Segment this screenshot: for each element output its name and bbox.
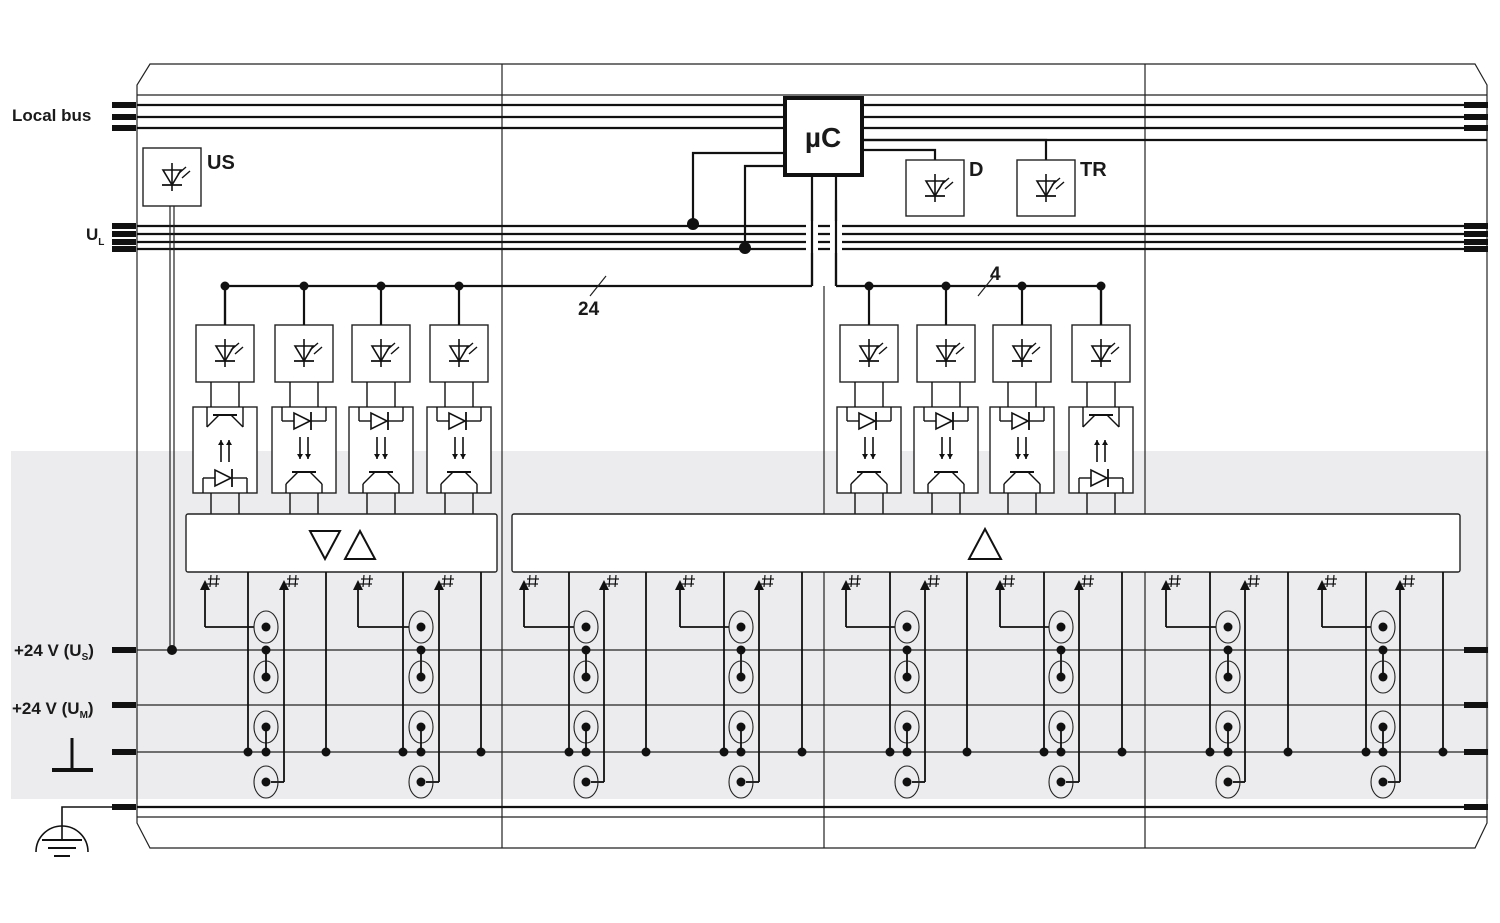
hash-mark	[606, 574, 619, 588]
channel-led	[195, 324, 255, 383]
internal-bus-24	[223, 275, 812, 325]
terminal-point	[1048, 765, 1074, 799]
terminal-point	[573, 765, 599, 799]
led-icon	[161, 163, 191, 191]
channel-led	[992, 324, 1052, 383]
terminal-point	[1215, 610, 1241, 644]
terminal-point	[253, 660, 279, 694]
terminal-point	[408, 660, 434, 694]
protective-earth-icon	[35, 806, 112, 857]
optocoupler-icon	[348, 382, 414, 514]
hash-mark	[927, 574, 940, 588]
channel-led	[1071, 324, 1131, 383]
microcontroller-block	[783, 96, 864, 177]
hash-mark	[207, 574, 220, 588]
local-bus-label: Local bus	[12, 106, 91, 125]
led-icon	[858, 339, 888, 367]
hash-mark	[360, 574, 373, 588]
power-rails	[112, 645, 1488, 810]
hash-mark	[848, 574, 861, 588]
led-icon	[935, 339, 965, 367]
terminal-point	[573, 610, 599, 644]
internal-bus-4	[836, 275, 1103, 325]
mc-connections	[687, 138, 1048, 286]
status-led-tr	[1016, 159, 1076, 217]
bus-24-label: 24	[578, 299, 600, 320]
um-supply-label: +24 V (UM)	[12, 699, 94, 721]
terminal-point	[894, 765, 920, 799]
terminal-point	[1370, 765, 1396, 799]
hash-mark	[1002, 574, 1015, 588]
terminal-point	[408, 765, 434, 799]
status-led-d	[905, 159, 965, 217]
channel-group	[192, 281, 1134, 514]
input-driver-icon	[967, 526, 1003, 560]
terminal-point	[1370, 610, 1396, 644]
led-icon	[924, 174, 954, 202]
terminal-point	[1370, 660, 1396, 694]
hash-mark	[761, 574, 774, 588]
bidirectional-driver-icon	[308, 528, 377, 562]
terminal-point	[728, 660, 754, 694]
ul-label: UL	[86, 225, 104, 248]
optocoupler-icon	[192, 382, 258, 514]
led-icon	[1011, 339, 1041, 367]
ground-symbol-icon	[52, 738, 93, 772]
led-icon	[1035, 174, 1065, 202]
optocoupler-icon	[836, 382, 902, 514]
terminal-group	[200, 572, 1448, 799]
terminal-point	[408, 610, 434, 644]
optocoupler-icon	[913, 382, 979, 514]
terminal-point	[253, 610, 279, 644]
field-side-shading	[11, 451, 1489, 799]
hash-mark	[1247, 574, 1260, 588]
us-led-label: US	[207, 152, 235, 174]
status-led-us	[142, 147, 202, 207]
channel-led	[916, 324, 976, 383]
terminal-point	[894, 610, 920, 644]
tr-led-label: TR	[1080, 159, 1107, 181]
optocoupler-icon	[989, 382, 1055, 514]
terminal-point	[894, 660, 920, 694]
channel-led	[429, 324, 489, 383]
bidirectional-driver-block	[185, 513, 498, 573]
led-icon	[1090, 339, 1120, 367]
terminal-point	[1215, 660, 1241, 694]
terminal-point	[728, 765, 754, 799]
microcontroller-label: µC	[805, 122, 841, 153]
bus-4-label: 4	[990, 264, 1001, 285]
channel-led	[351, 324, 411, 383]
optocoupler-icon	[1068, 382, 1134, 514]
hash-mark	[441, 574, 454, 588]
us-supply-label: +24 V (US)	[14, 641, 94, 663]
hash-mark	[1324, 574, 1337, 588]
ul-bus-contacts	[112, 223, 1488, 252]
terminal-point	[728, 610, 754, 644]
led-icon	[214, 339, 244, 367]
optocoupler-icon	[271, 382, 337, 514]
terminal-point	[573, 660, 599, 694]
led-icon	[293, 339, 323, 367]
led-icon	[448, 339, 478, 367]
terminal-point	[1215, 765, 1241, 799]
terminal-point	[1048, 660, 1074, 694]
hash-mark	[1081, 574, 1094, 588]
module-housing	[136, 63, 1488, 849]
input-driver-block	[511, 513, 1461, 573]
hash-mark	[682, 574, 695, 588]
terminal-point	[253, 765, 279, 799]
local-bus-contacts	[112, 102, 1488, 131]
hash-mark	[286, 574, 299, 588]
channel-led	[839, 324, 899, 383]
optocoupler-icon	[426, 382, 492, 514]
hash-mark	[526, 574, 539, 588]
hash-mark	[1402, 574, 1415, 588]
led-icon	[370, 339, 400, 367]
channel-led	[274, 324, 334, 383]
d-led-label: D	[969, 159, 983, 181]
hash-mark	[1168, 574, 1181, 588]
terminal-point	[1048, 610, 1074, 644]
